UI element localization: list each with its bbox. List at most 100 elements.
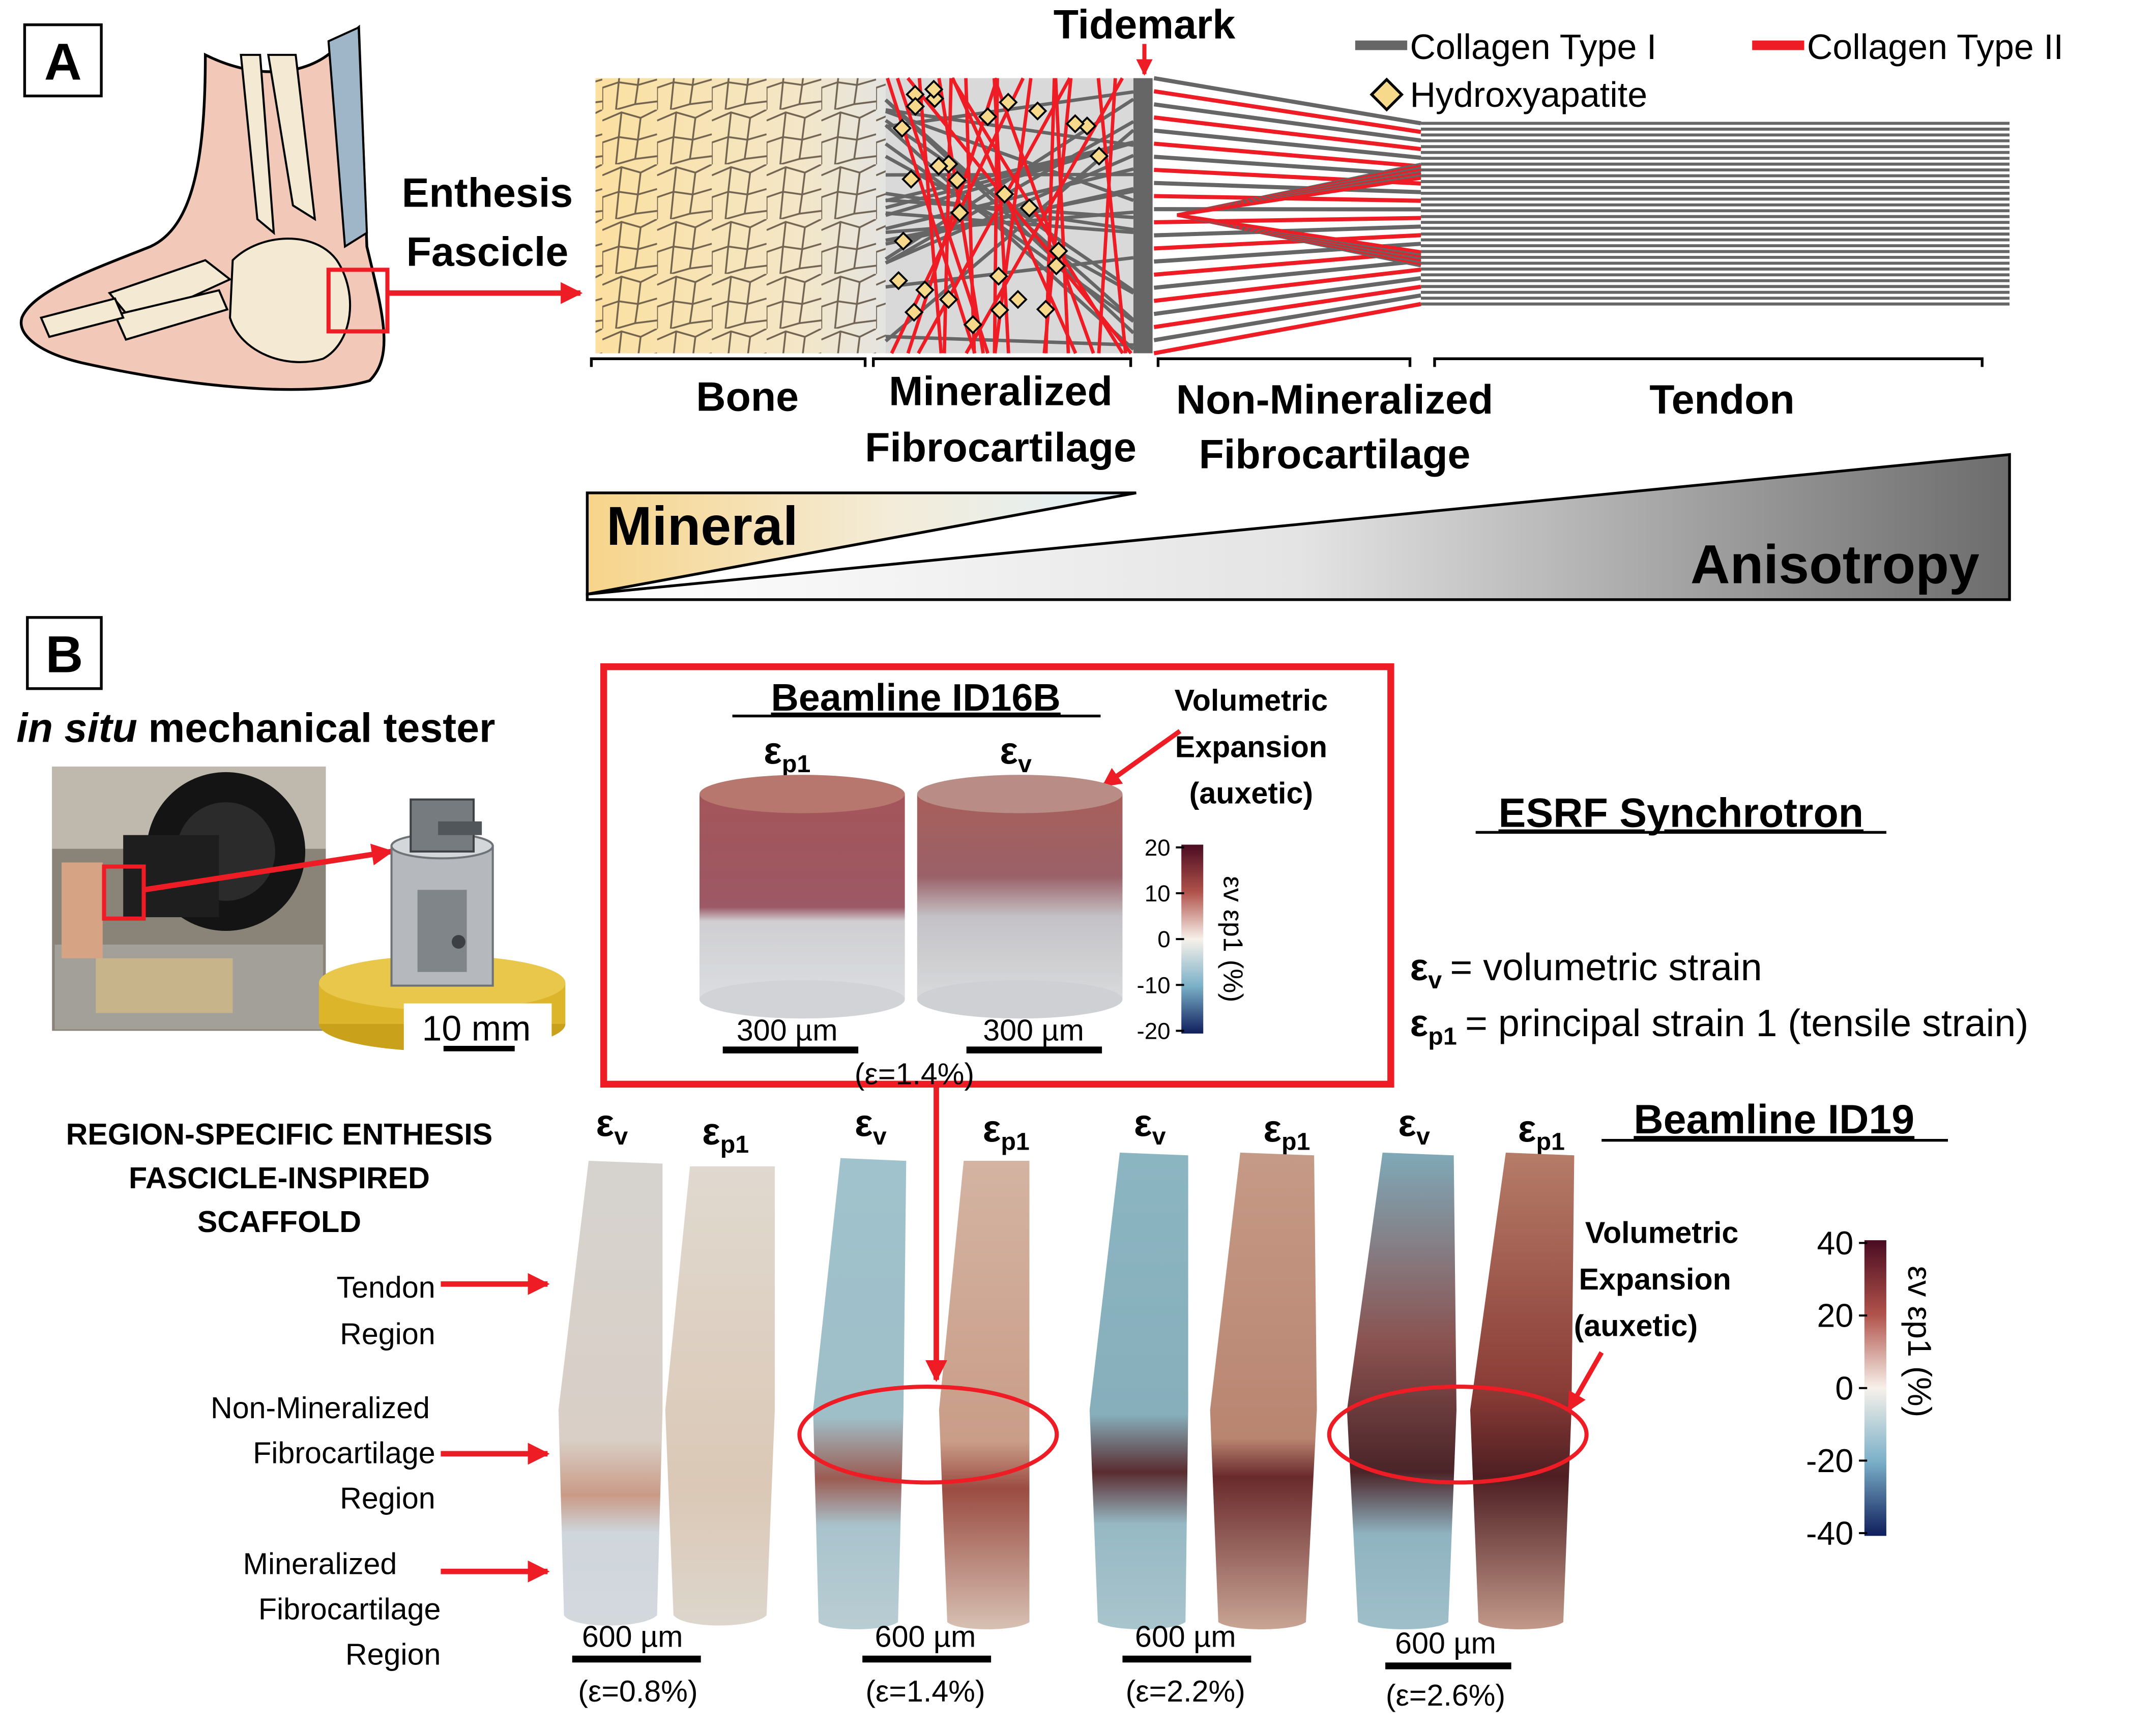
pair4-strain-label: (ε=2.6%) [1386,1678,1505,1712]
id19-title: Beamline ID19 [1634,1097,1914,1142]
colorbar-tick-label: 10 [1145,881,1171,906]
lab-photo [52,767,326,1031]
hydroxyapatite-crystal [1036,300,1056,319]
nmfc-label-line2: Fibrocartilage [1199,432,1471,478]
collagen2-fiber [993,77,1095,354]
mineral-wedge [586,491,1137,596]
region-mfc-line1: Mineralized [243,1547,397,1581]
collagen2-fiber [1153,284,1421,329]
region-nmfc-line1: Non-Mineralized [211,1391,430,1425]
id16b-annotation-line1: Volumetric [1175,683,1328,717]
panel-a-label: A [44,32,82,91]
collagen1-fiber [1153,276,1421,316]
esrf-def-p1-text: = principal strain 1 (tensile strain) [1465,1002,2028,1044]
collagen1-fiber [1153,259,1421,290]
pair1-strain-label: (ε=0.8%) [578,1674,697,1708]
collagen2-fiber [917,77,1071,355]
nmfc-fibers [1153,76,1421,356]
region-mfc-line2: Fibrocartilage [258,1592,441,1626]
id19-annotation-line3: (auxetic) [1574,1308,1698,1342]
panel-b-label: B [46,625,83,683]
sample-pair3-v [1089,1152,1188,1629]
hydroxyapatite-crystal [904,302,924,322]
collagen2-fiber [1153,141,1421,169]
id16b-annotation-arrow [1101,729,1182,788]
collagen2-fiber [1097,78,1117,354]
region-tendon-line1: Tendon [336,1270,435,1304]
hydroxyapatite-crystal [995,184,1014,204]
collagen2-fiber [1177,176,1421,254]
legend-hydroxyapatite-swatch [1370,77,1404,112]
bone-cell-pattern [595,78,886,354]
bone-label: Bone [696,374,799,420]
nmfc-bracket [1156,357,1412,367]
sample-pair3-p1 [1210,1152,1317,1629]
hydroxyapatite-crystal [989,267,1008,286]
tidemark-line [1133,78,1153,354]
hydroxyapatite-crystal [893,231,913,251]
hydroxyapatite-crystal [1089,146,1109,166]
hydroxyapatite-crystal [1008,289,1028,309]
fascicle-label: Fascicle [406,229,569,275]
tendon-fibers [1421,122,2010,306]
collagen2-fiber [1054,78,1070,354]
id16b-colorbar [1181,844,1204,1034]
collagen2-fiber [906,77,1132,355]
nmfc-label-line1: Non-Mineralized [1176,377,1493,423]
id19-annotation-line2: Expansion [1579,1262,1731,1296]
id19-samples [558,1152,1575,1629]
collagen1-fiber [885,167,1134,230]
collagen1-fiber [885,109,1134,202]
collagen2-fiber [1154,233,1421,251]
id16b-title: Beamline ID16B [771,676,1060,719]
collagen1-fiber [1153,128,1421,160]
region-nmfc-line2: Fibrocartilage [253,1436,435,1470]
hydroxyapatite-crystal [1065,114,1085,133]
hydroxyapatite-crystal [990,300,1009,320]
hydroxyapatite-crystal [998,93,1018,112]
collagen1-fiber [1153,102,1421,143]
pair3-strain-label: (ε=2.2%) [1126,1674,1245,1708]
tendon-bracket [1433,357,1984,367]
mfc-label-line2: Fibrocartilage [865,425,1137,471]
id16b-scale-label-1: 300 µm [737,1013,838,1047]
colorbar-tick-label: -10 [1137,972,1171,998]
panel-b-label-box [26,616,103,690]
legend-hydroxyapatite-label: Hydroxyapatite [1410,75,1648,114]
photo-highlight-box [102,864,146,921]
sample-pair2-p1 [939,1161,1030,1629]
colorbar-tick-label: 20 [1145,835,1171,861]
colorbar-tick-label: 20 [1817,1298,1854,1334]
id16b-colorbar-title: εv εp1 (%) [1218,876,1248,1002]
hydroxyapatite-crystal [929,156,949,176]
hydroxyapatite-crystal [892,119,912,138]
pair1-label-v: εv [596,1102,628,1150]
hydroxyapatite-crystal [963,315,983,335]
collagen1-fiber [885,187,1134,246]
id19-colorbar [1864,1240,1886,1536]
panel-a-label-box [23,23,103,98]
tester-scale-label: 10 mm [422,1008,531,1048]
colorbar-tick-label: -40 [1806,1515,1853,1552]
id16b-label-v: εv [1000,729,1032,778]
id16b-scale-label-2: 300 µm [983,1013,1084,1047]
panel-a: A Enthesis Fascicle Tidemark [19,2,2063,601]
hydroxyapatite-crystal [978,107,998,127]
pair4-scale-label: 600 µm [1395,1626,1496,1660]
sample-pair1-v [558,1161,663,1626]
id16b-annotation-line3: (auxetic) [1189,776,1313,810]
id16b-annotation-line2: Expansion [1175,729,1327,764]
mfc-fibers [884,77,1135,355]
highlight-ellipse-pair4 [1327,1385,1589,1485]
anisotropy-label: Anisotropy [1691,534,1979,595]
mineral-label: Mineral [606,495,798,556]
scaffold-title-line2: FASCICLE-INSPIRED [129,1161,430,1195]
colorbar-tick-label: 0 [1157,926,1170,952]
collagen1-fiber [885,108,1134,147]
id16b-cylinder-v [917,775,1123,1019]
sample-pair4-p1 [1470,1152,1575,1629]
enthesis-label: Enthesis [402,170,573,216]
esrf-def-v-text: = volumetric strain [1450,946,1762,988]
